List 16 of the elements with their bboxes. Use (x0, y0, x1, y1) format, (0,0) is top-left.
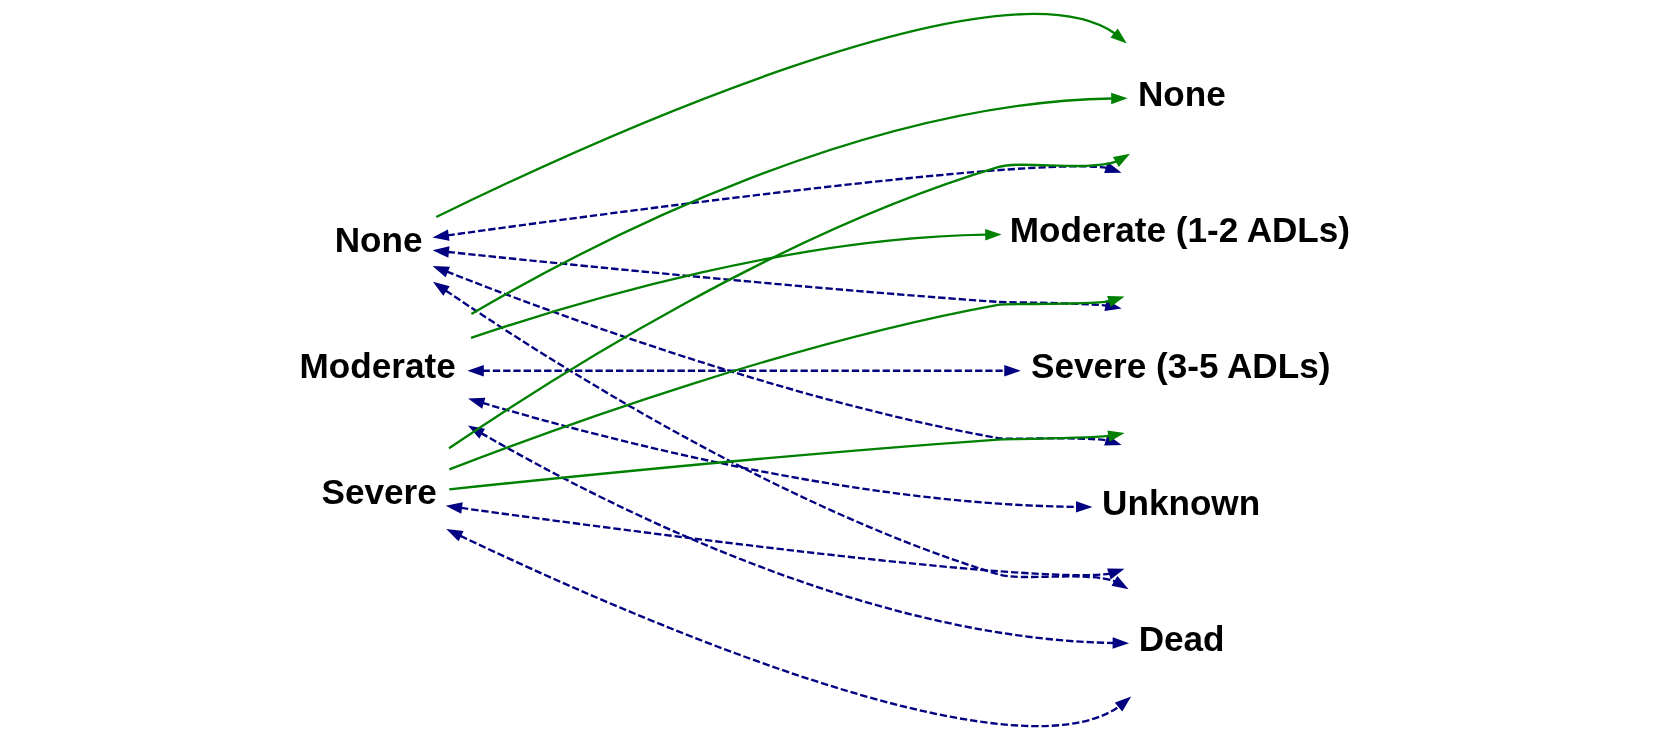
node-text: Unknown (1101, 482, 1260, 522)
arrow (445, 529, 1131, 728)
arrow (466, 364, 1021, 377)
arrow (447, 153, 1130, 450)
arrow (432, 281, 1129, 590)
arrow (445, 502, 1124, 580)
arrow (470, 228, 1002, 340)
node-text: Severe (321, 472, 437, 512)
node-text: None (334, 220, 423, 260)
node-text: Dead (1138, 618, 1225, 658)
arrow (431, 162, 1122, 241)
node-text: None (1137, 73, 1226, 113)
arrow (435, 13, 1127, 219)
node-text: Severe (3-5 ADLs) (1030, 346, 1330, 386)
node-text: Moderate (1-2 ADLs) (1009, 210, 1350, 250)
node-text: Moderate (299, 346, 456, 386)
